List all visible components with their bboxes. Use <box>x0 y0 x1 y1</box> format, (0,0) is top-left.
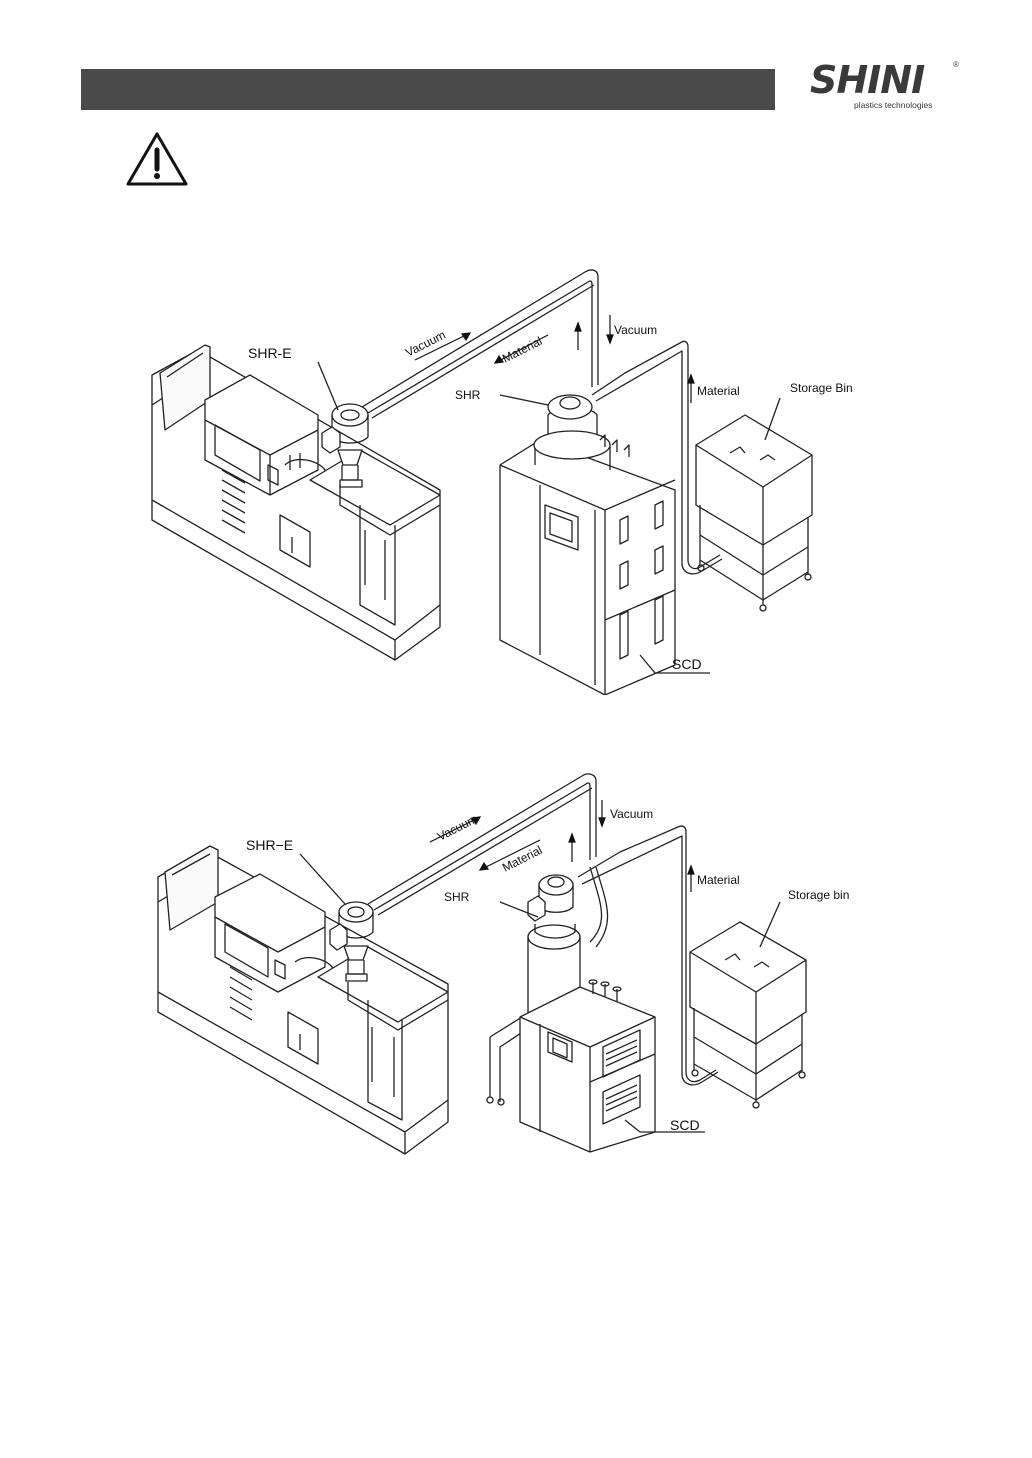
injection-machine-1 <box>152 345 440 660</box>
label-shr: SHR <box>455 388 481 402</box>
shini-logo: SHINI ® plastics technologies <box>810 58 960 114</box>
label-material-top: Material <box>500 334 544 366</box>
figure-2-dryer-layout: SHR−E Vacuum Material Vacuum SHR Materia… <box>0 762 1032 1162</box>
storage-bin-2 <box>690 922 806 1108</box>
label-storage-bin: Storage bin <box>788 888 849 902</box>
logo-wordmark: SHINI <box>810 58 924 102</box>
storage-bin-1 <box>696 415 812 611</box>
label-vacuum-side: Vacuum <box>610 807 653 821</box>
warning-triangle-icon <box>125 131 189 187</box>
label-shr: SHR <box>444 890 470 904</box>
scd-dryer-1 <box>500 395 675 695</box>
label-material-top: Material <box>500 843 544 875</box>
label-storage-bin: Storage Bin <box>790 381 853 395</box>
label-shr-e: SHR-E <box>248 345 292 361</box>
label-vacuum-top: Vacuum <box>435 812 480 844</box>
label-material-side: Material <box>697 384 740 398</box>
label-shr-e: SHR−E <box>246 837 293 853</box>
label-scd: SCD <box>670 1117 700 1133</box>
label-vacuum-side: Vacuum <box>614 323 657 337</box>
header-bar <box>81 69 775 110</box>
logo-tagline: plastics technologies <box>854 100 932 110</box>
logo-registered-mark: ® <box>953 60 959 69</box>
figure-1-dryer-layout: SHR-E Vacuum Material Vacuum SHR Materia… <box>0 255 1032 695</box>
label-material-side: Material <box>697 873 740 887</box>
label-scd: SCD <box>672 656 702 672</box>
